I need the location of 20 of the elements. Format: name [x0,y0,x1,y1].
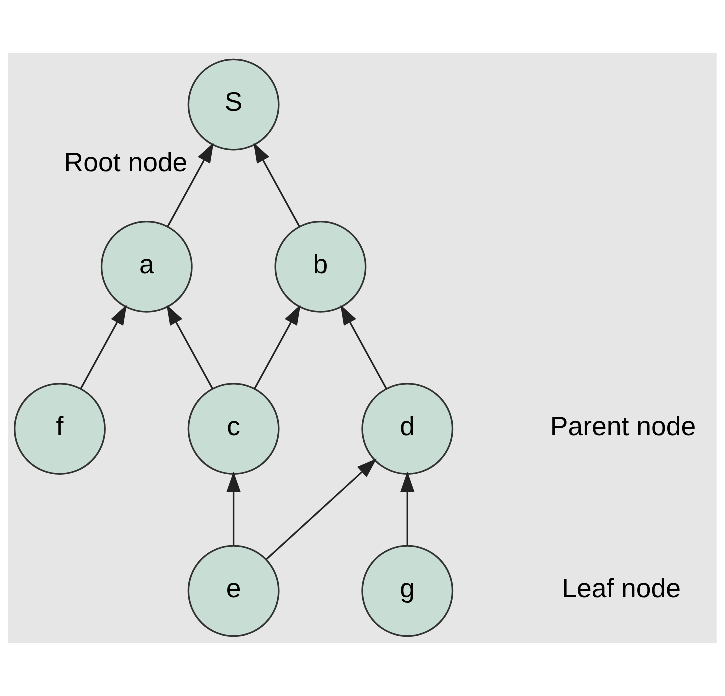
label: Parent node [550,411,696,442]
arrow [226,472,241,546]
node-circle: g [362,545,454,638]
node-circle: d [362,383,454,476]
label: Leaf node [562,574,682,604]
arrow [254,142,300,228]
arrow [166,305,214,390]
arrow [400,472,415,546]
node-circle: S [188,58,280,151]
node-circle: b [274,220,367,313]
node-circle: f [14,383,106,476]
node-circle: a [100,220,193,313]
node-label: Root node [64,147,188,178]
node-circle: c [188,383,280,476]
arrow [80,305,127,390]
node-circle: e [188,545,280,638]
arrow [266,458,377,560]
arrow [167,142,214,228]
arrow [254,305,301,390]
arrow [340,305,388,390]
